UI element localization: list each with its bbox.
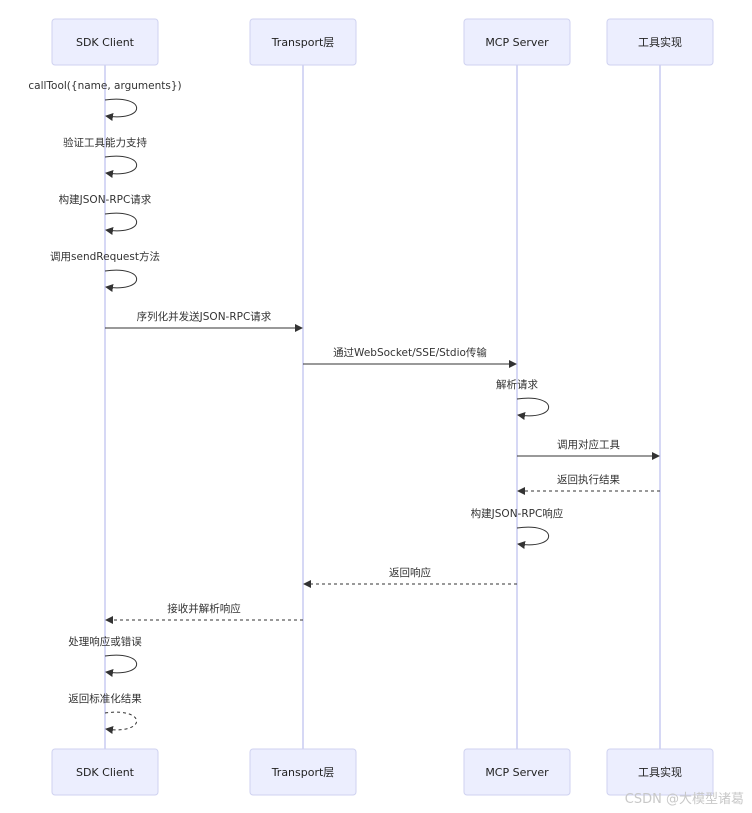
message-label: 返回标准化结果 [68, 692, 142, 705]
actor-label-tool-bottom: 工具实现 [638, 765, 682, 779]
actor-box-server-top [463, 18, 571, 66]
actor-label-server-bottom: MCP Server [485, 766, 549, 779]
actor-box-tool-bottom [606, 748, 714, 796]
actor-label-transport-bottom: Transport层 [271, 766, 335, 779]
actor-label-server-top: MCP Server [485, 36, 549, 49]
message-label: 构建JSON-RPC请求 [59, 193, 152, 206]
watermark: CSDN @大模型诸葛 [624, 792, 744, 807]
self-message-arrow [104, 212, 137, 235]
message-label: 处理响应或错误 [68, 635, 142, 648]
actor-box-transport-top [249, 18, 357, 66]
actor-label-tool-top: 工具实现 [638, 35, 682, 49]
actor-box-server-bottom [463, 748, 571, 796]
message-label: 接收并解析响应 [167, 602, 241, 615]
message-label: 返回响应 [389, 566, 431, 579]
actors-bottom: SDK Client Transport层 MCP Server 工具实现 [51, 748, 714, 796]
actor-label-transport-top: Transport层 [271, 36, 335, 49]
message-label: 调用sendRequest方法 [50, 250, 160, 263]
message-label: 构建JSON-RPC响应 [471, 507, 564, 520]
message-label: 返回执行结果 [557, 473, 620, 486]
actor-box-sdk-bottom [51, 748, 159, 796]
actor-box-sdk-top [51, 18, 159, 66]
actor-box-transport-bottom [249, 748, 357, 796]
actor-label-sdk-top: SDK Client [76, 36, 135, 49]
message-label: callTool({name, arguments}) [28, 80, 181, 92]
self-message-arrow [104, 654, 137, 677]
message-label: 调用对应工具 [557, 438, 620, 451]
self-message-arrow [516, 526, 549, 549]
lifelines [104, 65, 661, 749]
actor-box-tool-top [606, 18, 714, 66]
self-message-arrow [516, 397, 549, 420]
message-label: 解析请求 [496, 378, 538, 391]
self-message-arrow [104, 98, 137, 121]
messages: callTool({name, arguments})验证工具能力支持构建JSO… [28, 80, 660, 734]
self-message-arrow [104, 269, 137, 292]
message-label: 序列化并发送JSON-RPC请求 [137, 310, 272, 323]
actor-label-sdk-bottom: SDK Client [76, 766, 135, 779]
message-label: 通过WebSocket/SSE/Stdio传输 [333, 346, 487, 359]
actors-top: SDK Client Transport层 MCP Server 工具实现 [51, 18, 714, 66]
self-message-arrow [104, 155, 137, 178]
self-message-arrow [104, 711, 137, 734]
message-label: 验证工具能力支持 [63, 136, 147, 149]
